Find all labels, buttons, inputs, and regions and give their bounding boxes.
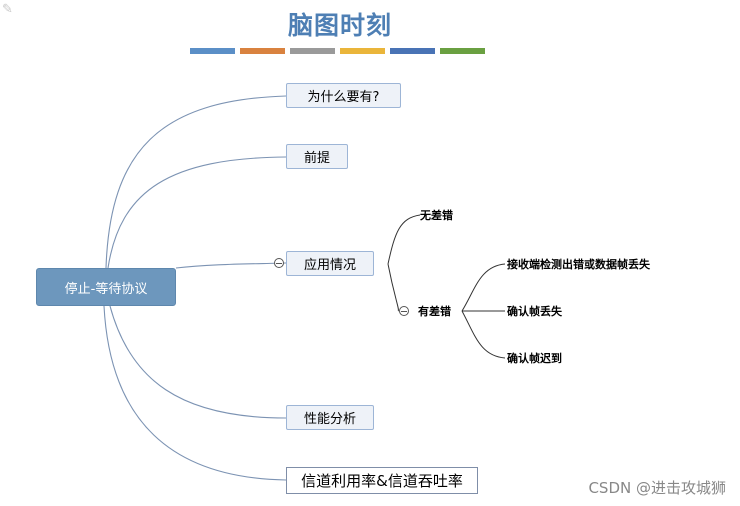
branch-why[interactable]: 为什么要有? <box>286 83 401 108</box>
color-bar-3 <box>290 48 335 54</box>
branch-application-label: 应用情况 <box>303 258 356 273</box>
node-has-error-label: 有差错 <box>418 305 451 318</box>
color-bar-6 <box>440 48 485 54</box>
branch-premise-label: 前提 <box>303 151 330 166</box>
branch-channel-label: 信道利用率&信道吞吐率 <box>301 472 463 490</box>
connector-case-3 <box>461 310 506 359</box>
watermark: CSDN @进击攻城狮 <box>588 479 726 497</box>
node-case-ack-late-label: 确认帧迟到 <box>507 352 562 365</box>
node-no-error[interactable]: 无差错 <box>420 207 453 223</box>
node-case-data-error-label: 接收端检测出错或数据帧丢失 <box>507 258 650 271</box>
branch-channel[interactable]: 信道利用率&信道吞吐率 <box>286 467 478 494</box>
branch-performance-label: 性能分析 <box>303 412 356 427</box>
color-bar-1 <box>190 48 235 54</box>
root-node[interactable]: 停止-等待协议 <box>36 268 176 306</box>
branch-why-label: 为什么要有? <box>307 90 380 105</box>
collapse-has-error-icon[interactable] <box>399 306 409 316</box>
root-label: 停止-等待协议 <box>64 281 148 297</box>
corner-logo-icon: ✎ <box>2 2 13 17</box>
node-case-ack-lost-label: 确认帧丢失 <box>507 305 562 318</box>
node-case-ack-lost[interactable]: 确认帧丢失 <box>507 303 562 319</box>
page-title: 脑图时刻 <box>287 11 392 40</box>
color-bar-4 <box>340 48 385 54</box>
connector-why <box>105 95 287 269</box>
connector-application <box>175 262 287 269</box>
color-bar-2 <box>240 48 285 54</box>
color-bar-5 <box>390 48 435 54</box>
connector-no-error <box>387 214 421 265</box>
branch-premise[interactable]: 前提 <box>286 144 348 169</box>
connector-channel <box>103 305 287 481</box>
connector-case-1 <box>461 263 506 312</box>
connector-performance <box>109 305 287 419</box>
branch-application[interactable]: 应用情况 <box>286 251 374 276</box>
collapse-application-icon[interactable] <box>274 258 284 268</box>
node-has-error[interactable]: 有差错 <box>418 303 451 319</box>
node-case-ack-late[interactable]: 确认帧迟到 <box>507 350 562 366</box>
connector-premise <box>107 156 287 269</box>
branch-performance[interactable]: 性能分析 <box>286 405 374 430</box>
node-case-data-error[interactable]: 接收端检测出错或数据帧丢失 <box>507 256 650 272</box>
connector-has-error <box>387 263 399 312</box>
node-no-error-label: 无差错 <box>420 209 453 222</box>
